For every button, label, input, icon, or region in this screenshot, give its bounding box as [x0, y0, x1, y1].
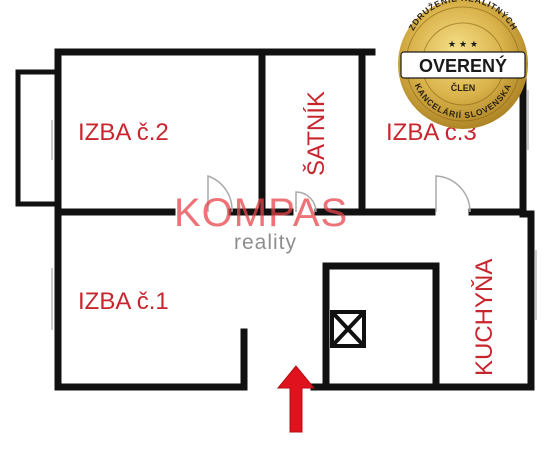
room-label-izba2: IZBA č.2 — [78, 119, 169, 146]
room-label-izba1: IZBA č.1 — [78, 288, 169, 315]
room-label-satnik: ŠATNÍK — [302, 91, 330, 176]
room-label-kuchyna: KUCHYŇA — [471, 259, 498, 376]
windows — [51, 90, 537, 330]
room-labels: IZBA č.2 IZBA č.3 IZBA č.1 ŠATNÍK KUCHYŇ… — [78, 91, 498, 376]
badge-sub: ČLEN — [451, 82, 476, 93]
door-swing-izba3 — [435, 175, 471, 213]
walls — [15, 48, 535, 391]
verified-member-badge: ZDRUŽENIE REALITNÝCH KANCELÁRIÍ SLOVENSK… — [398, 0, 528, 129]
badge-main: OVERENÝ — [419, 55, 507, 76]
kompas-watermark: KOMPAS reality — [174, 191, 348, 254]
door-swing-izba2 — [207, 174, 233, 213]
doors — [207, 174, 471, 213]
door-swing-satnik — [295, 191, 317, 213]
shaft-icon — [330, 310, 366, 348]
entrance-arrow — [276, 365, 316, 433]
badge-ribbon — [400, 51, 526, 79]
watermark-sub: reality — [234, 231, 297, 254]
watermark-brand: KOMPAS — [174, 191, 348, 235]
badge-stars: ★ ★ ★ — [448, 40, 478, 50]
